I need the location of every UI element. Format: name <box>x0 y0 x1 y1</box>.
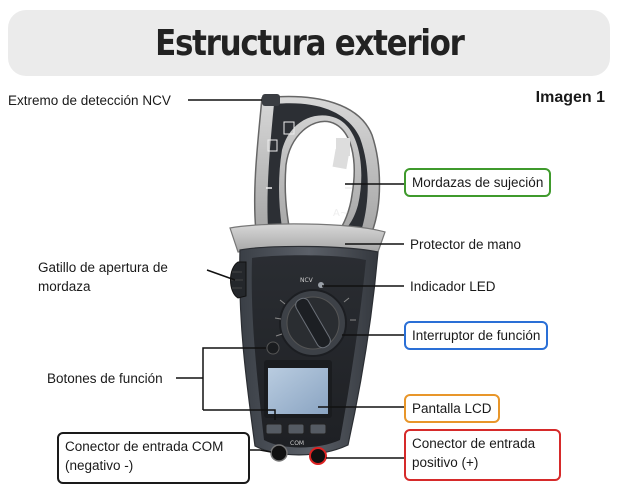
func-button-2 <box>287 423 305 435</box>
label-com-jack: Conector de entrada COM (negativo -) <box>57 432 250 484</box>
com-mark: COM <box>290 440 304 447</box>
page-title: Estructura exterior <box>154 22 465 64</box>
led-indicator <box>318 282 324 288</box>
positive-jack <box>309 447 327 465</box>
label-positive-jack: Conector de entrada positivo (+) <box>404 429 561 481</box>
ncv-mark: NCV <box>300 277 314 284</box>
ncv-tip <box>262 94 280 106</box>
func-button-1 <box>265 423 283 435</box>
label-hand-guard: Protector de mano <box>410 237 522 252</box>
side-button <box>266 341 280 355</box>
jaw-mark: A~ <box>333 208 348 219</box>
label-led: Indicador LED <box>410 279 496 294</box>
label-lcd: Pantalla LCD <box>404 394 500 423</box>
label-function-buttons: Botones de función <box>47 371 163 386</box>
label-jaws: Mordazas de sujeción <box>404 168 552 197</box>
title-banner: Estructura exterior <box>8 10 610 76</box>
rotary-knob <box>295 297 331 349</box>
label-function-switch: Interruptor de función <box>404 321 549 350</box>
label-trigger: Gatillo de apertura de mordaza <box>38 260 168 294</box>
image-number: Imagen 1 <box>535 89 605 106</box>
com-jack <box>270 444 288 462</box>
jaw-inner-dark <box>267 103 368 228</box>
func-button-3 <box>309 423 327 435</box>
label-ncv-tip: Extremo de detección NCV <box>8 93 171 108</box>
